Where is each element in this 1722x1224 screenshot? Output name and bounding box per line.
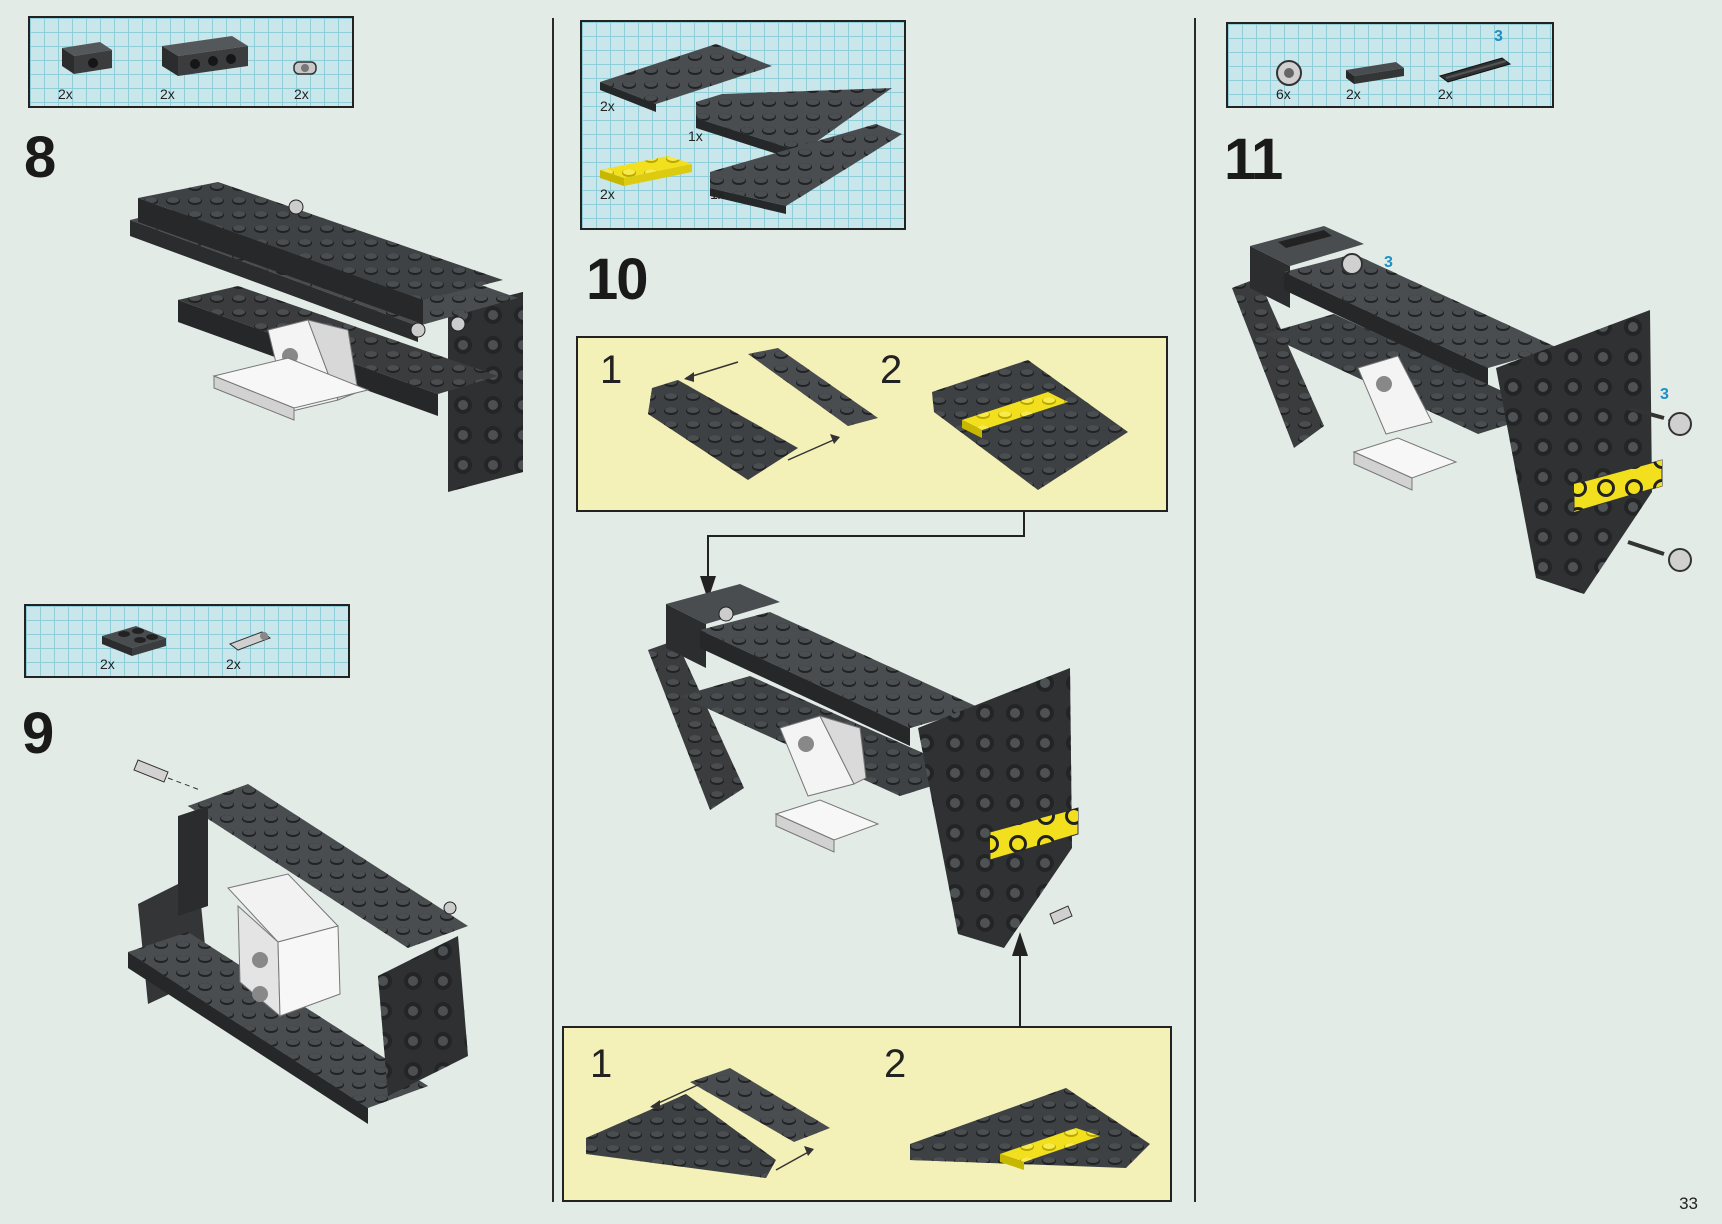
black-wing-plate-right-icon	[696, 88, 892, 162]
step-number-9: 9	[22, 701, 54, 766]
axle-length-callout: 3	[1494, 28, 1503, 45]
axle-callout-top: 3	[1384, 254, 1393, 271]
step-number-11: 11	[1224, 127, 1283, 192]
technic-pin-long-icon	[228, 631, 272, 651]
part-qty: 2x	[1346, 86, 1361, 102]
model-assembly-step-11	[1232, 226, 1692, 594]
black-wing-plate-left-icon	[710, 124, 902, 214]
part-qty: 2x	[58, 86, 73, 102]
black-plate-1x4-icon	[1346, 62, 1404, 84]
black-plate-2x8-icon	[600, 44, 772, 112]
part-qty: 2x	[600, 98, 615, 114]
part-qty: 6x	[1276, 86, 1291, 102]
part-qty: 2x	[100, 656, 115, 672]
wing-plate-assembly-step-2	[910, 1088, 1150, 1170]
substep-label-1: 1	[600, 348, 623, 392]
parts-box-step-8: 2x 2x 2x	[28, 16, 354, 108]
wing-plate-assembly-step-2	[932, 360, 1128, 490]
axle-callout-right: 3	[1660, 386, 1669, 403]
wing-plate-assembly-step-1	[648, 348, 878, 480]
substep-label-1: 1	[590, 1042, 613, 1086]
part-qty: 2x	[600, 186, 615, 202]
part-qty: 2x	[1438, 86, 1453, 102]
black-technic-brick-1x4-icon	[162, 36, 248, 76]
parts-box-step-9: 2x 2x	[24, 604, 350, 678]
part-qty: 1x	[710, 186, 725, 202]
step-number-8: 8	[24, 125, 56, 190]
substep-label-2: 2	[880, 348, 903, 392]
arrow-top-to-model	[700, 510, 1025, 600]
black-technic-brick-1x2-icon	[62, 42, 112, 74]
model-assembly-step-10	[648, 584, 1079, 948]
substep-label-2: 2	[884, 1042, 907, 1086]
page-number: 33	[1679, 1194, 1698, 1213]
bush-icon	[1276, 60, 1302, 86]
model-assembly-step-8	[130, 182, 523, 492]
part-qty: 2x	[294, 86, 309, 102]
parts-box-step-10: 2x 1x 2x 1x	[580, 20, 906, 230]
wing-plate-assembly-step-1	[586, 1068, 830, 1178]
column-divider-right	[1194, 18, 1196, 1202]
yellow-plate-1x4-icon	[600, 156, 692, 186]
substep-box-bottom: 1 2	[562, 1026, 1172, 1202]
parts-box-step-11: 6x 2x 3 2x	[1226, 22, 1554, 108]
part-qty: 2x	[226, 656, 241, 672]
arrow-bottom-to-model	[1012, 932, 1028, 1026]
technic-pin-icon	[293, 61, 317, 75]
step-number-10: 10	[586, 247, 648, 312]
part-qty: 2x	[160, 86, 175, 102]
technic-axle-3-icon	[1438, 57, 1512, 83]
part-qty: 1x	[688, 128, 703, 144]
model-assembly-step-9	[128, 759, 468, 1124]
column-divider-left	[552, 18, 554, 1202]
substep-box-top: 1 2	[576, 336, 1168, 512]
black-plate-2x2-icon	[102, 626, 166, 656]
